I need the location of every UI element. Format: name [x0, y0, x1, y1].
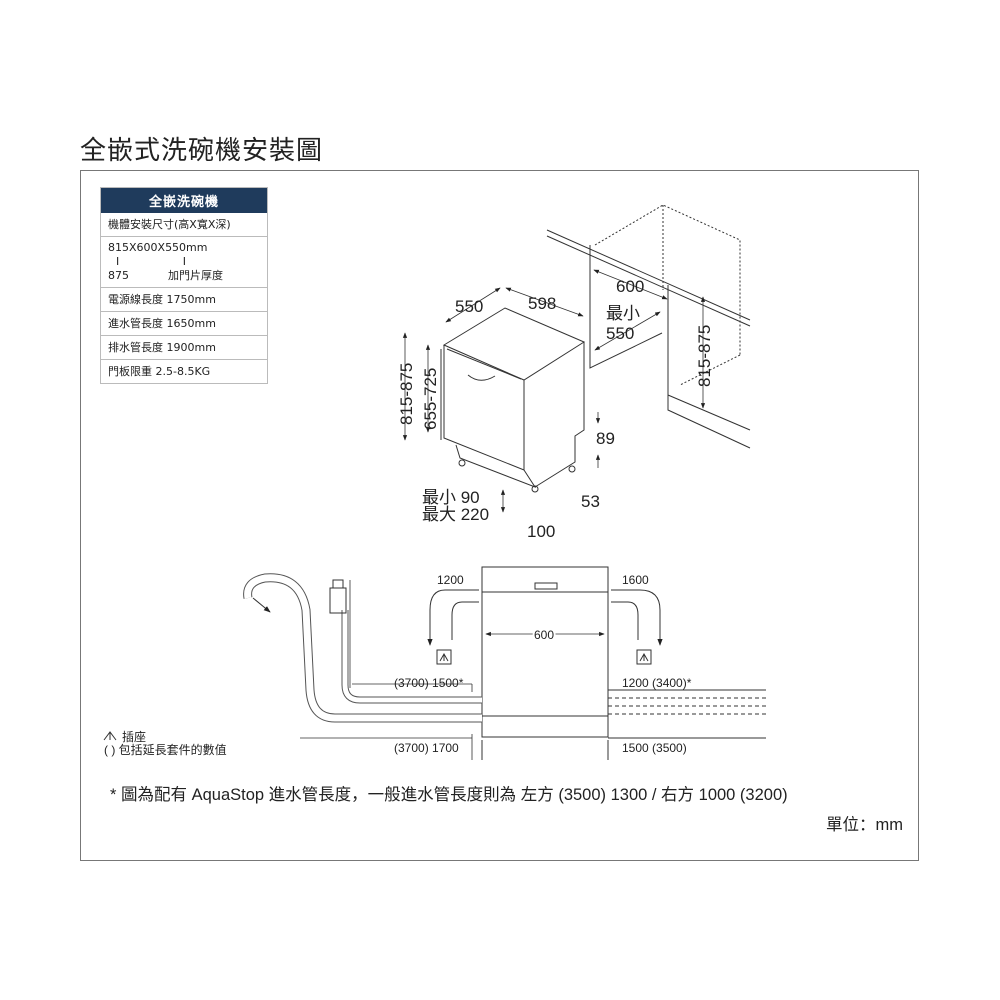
spec-row: 門板限重 2.5-8.5KG [100, 359, 268, 384]
mark: I [116, 255, 120, 268]
spec-table: 全嵌洗碗機 機體安裝尺寸(高X寬X深) 815X600X550mm I I 875… [100, 187, 268, 384]
dim-depth: 550 [455, 297, 483, 316]
socket-icon [103, 731, 117, 741]
spec-height-alt: 875 [108, 269, 129, 282]
spec-door-note: 加門片厚度 [168, 269, 223, 282]
legend-socket: 插座 [122, 729, 146, 744]
spec-row: 進水管長度 1650mm [100, 311, 268, 336]
dim-plinth-min: 最小 90 [422, 488, 480, 507]
dim-left-top: 1200 [437, 573, 464, 587]
dim-right-top: 1600 [622, 573, 649, 587]
hoses [243, 573, 482, 760]
dim-drain-left: (3700) 1700 [394, 741, 459, 755]
dimension-lines [402, 269, 706, 513]
dishwasher-iso [440, 307, 586, 493]
footnote: * 圖為配有 AquaStop 進水管長度，一般進水管長度則為 左方 (3500… [110, 785, 788, 804]
spec-dimensions: 815X600X550mm [108, 241, 208, 254]
spec-header: 全嵌洗碗機 [100, 187, 268, 213]
dim-height-door: 655-725 [421, 368, 440, 430]
dim-back-plinth: 89 [596, 429, 615, 448]
dim-inlet-right: 1200 (3400)* [622, 676, 692, 690]
unit-label: 單位：mm [826, 815, 903, 834]
spec-row: 電源線長度 1750mm [100, 287, 268, 312]
dim-height-total: 815-875 [397, 363, 416, 425]
spec-row-dimensions: 815X600X550mm I I 875 加門片厚度 [100, 236, 268, 288]
dim-niche-height: 815-875 [695, 325, 714, 387]
spec-row: 排水管長度 1900mm [100, 335, 268, 360]
dim-niche-width: 600 [616, 277, 644, 296]
dim-unit-width: 600 [534, 628, 554, 642]
dishwasher-plan [427, 566, 766, 760]
dim-drain-right: 1500 (3500) [622, 741, 687, 755]
dim-plinth-max: 最大 220 [422, 505, 489, 524]
dim-foot-offset: 100 [527, 522, 555, 541]
dim-niche-min-label: 最小 [606, 304, 640, 323]
dim-niche-depth: 550 [606, 324, 634, 343]
spec-row: 機體安裝尺寸(高X寬X深) [100, 213, 268, 237]
niche-iso [546, 204, 751, 449]
legend-extension: ( ) 包括延長套件的數值 [104, 742, 227, 757]
dim-inlet-left: (3700) 1500* [394, 676, 464, 690]
mark: I [182, 255, 186, 268]
dim-back-foot: 53 [581, 492, 600, 511]
page-title: 全嵌式洗碗機安裝圖 [80, 136, 324, 166]
dim-width: 598 [528, 294, 556, 313]
diagram-frame [80, 170, 919, 861]
